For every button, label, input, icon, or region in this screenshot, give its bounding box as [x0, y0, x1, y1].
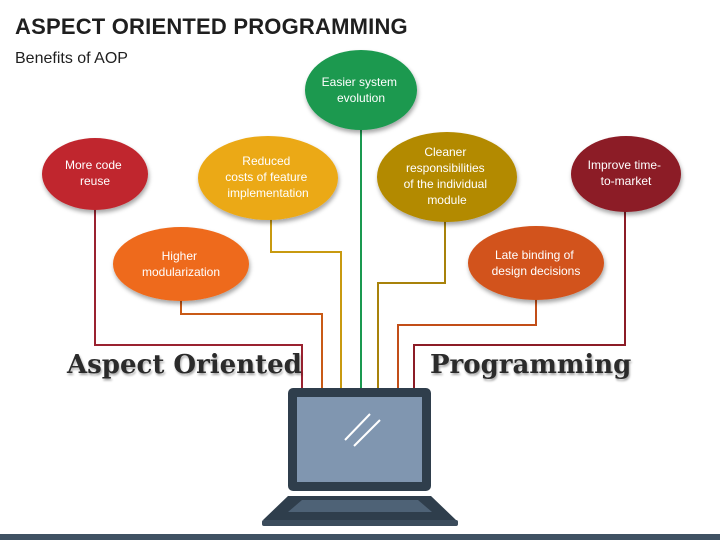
- benefit-reduced-costs: Reduced costs of feature implementation: [198, 136, 338, 220]
- bubble-line: More code: [65, 158, 122, 172]
- bubble-shape: [571, 136, 681, 212]
- connector-late-binding: [397, 298, 537, 390]
- bottom-bar: [0, 534, 720, 540]
- svg-text:Cleaner responsibiliti: Cleaner responsibilities of the individu…: [404, 145, 491, 207]
- bubble-line: design decisions: [492, 264, 581, 278]
- screen-glare: [353, 419, 381, 447]
- page-subtitle: Benefits of AOP: [15, 50, 128, 67]
- bubble-line: Improve time-: [588, 158, 661, 172]
- benefit-improve-time-to-market: Improve time- to-market: [571, 136, 681, 212]
- screen-glare: [344, 413, 371, 441]
- benefit-easier-evolution: Easier system evolution: [305, 50, 417, 130]
- bubble-line: of the individual: [404, 177, 487, 191]
- connector-improve-time-to-market: [413, 208, 626, 390]
- svg-text:More code reuse: More code reuse: [65, 158, 125, 188]
- connector-reduced-costs: [270, 218, 342, 390]
- svg-text:Improve time- to-marke: Improve time- to-market: [588, 158, 665, 188]
- bubble-shape: [42, 138, 148, 210]
- bubble-line: Reduced: [242, 154, 290, 168]
- bubble-line: modularization: [142, 265, 220, 279]
- bubble-line: Easier system: [322, 75, 397, 89]
- bubble-line: responsibilities: [406, 161, 485, 175]
- benefit-late-binding: Late binding of design decisions: [468, 226, 604, 300]
- bubble-line: Cleaner: [424, 145, 466, 159]
- benefit-cleaner-responsibilities: Cleaner responsibilities of the individu…: [377, 132, 517, 222]
- svg-text:Late binding of design: Late binding of design decisions: [492, 248, 581, 278]
- connector-cleaner-responsibilities: [377, 220, 446, 390]
- bubble-line: Higher: [162, 249, 197, 263]
- bubble-line: implementation: [227, 186, 308, 200]
- bubble-shape: [468, 226, 604, 300]
- bubble-shape: [377, 132, 517, 222]
- bubble-shape: [198, 136, 338, 220]
- laptop-icon: [262, 388, 458, 526]
- laptop-keyboard: [288, 500, 432, 512]
- bubble-line: reuse: [80, 174, 110, 188]
- bubble-line: module: [427, 193, 467, 207]
- bubble-shape: [305, 50, 417, 130]
- bubble-line: to-market: [601, 174, 652, 188]
- bubble-line: Late binding of: [495, 248, 574, 262]
- bubble-line: costs of feature: [225, 170, 307, 184]
- connector-higher-modularization: [180, 300, 323, 390]
- banner-aspect-oriented: Aspect Oriented: [67, 350, 302, 380]
- page-title: ASPECT ORIENTED PROGRAMMING: [15, 14, 408, 39]
- bubble-shape: [113, 227, 249, 301]
- benefit-more-code-reuse: More code reuse: [42, 138, 148, 210]
- svg-text:Easier system evolutio: Easier system evolution: [322, 75, 401, 105]
- connector-more-code-reuse: [94, 208, 303, 390]
- benefit-higher-modularization: Higher modularization: [113, 227, 249, 301]
- svg-text:Higher modularization: Higher modularization: [142, 249, 220, 279]
- banner-programming: Programming: [430, 350, 632, 380]
- laptop-edge: [262, 520, 458, 526]
- svg-text:Reduced costs of featu: Reduced costs of feature implementation: [225, 154, 310, 200]
- bubble-line: evolution: [337, 91, 385, 105]
